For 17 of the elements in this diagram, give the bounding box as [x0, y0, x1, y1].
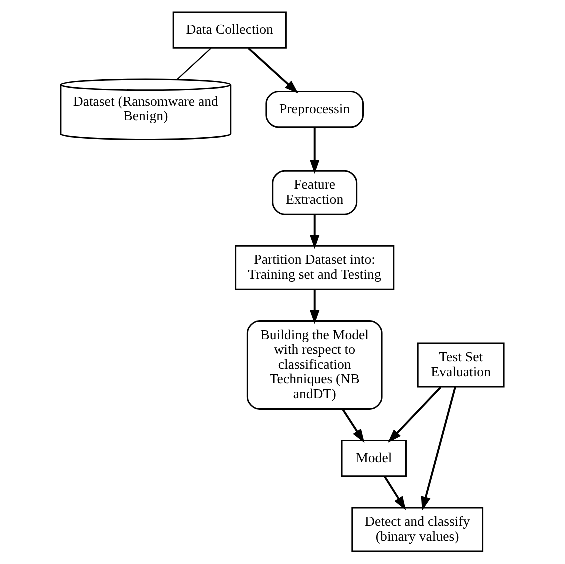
arrow: [248, 48, 299, 94]
arrow: [342, 408, 365, 444]
node-box: Model: [341, 440, 407, 478]
arrow: [310, 290, 320, 324]
node-box: Preprocessin: [266, 91, 364, 128]
arrow: [388, 386, 442, 443]
arrow: [310, 214, 320, 250]
node-box: Partition Dataset into: Training set and Testing: [235, 245, 395, 290]
node-box: Feature Extraction: [272, 170, 358, 216]
node-box: Data Collection: [172, 12, 287, 49]
node-box: Building the Model with respect to classification Techniques (NB andDT): [246, 320, 383, 410]
connector: [176, 48, 212, 80]
arrow: [384, 476, 406, 510]
node-box: Test Set Evaluation: [417, 342, 505, 388]
node-box: Detect and classify (binary values): [352, 507, 484, 552]
arrow: [421, 386, 456, 511]
arrow: [310, 127, 320, 174]
